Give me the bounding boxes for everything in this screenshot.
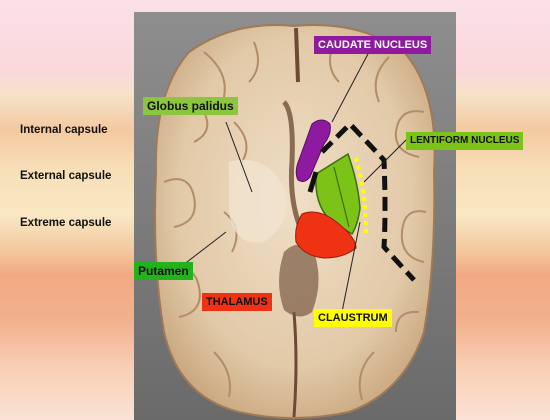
brain-section-photo [134, 12, 456, 420]
claustrum-tag: CLAUSTRUM [314, 309, 392, 327]
internal-capsule-label: Internal capsule [20, 124, 108, 136]
external-capsule-label: External capsule [20, 170, 111, 182]
putamen-tag: Putamen [134, 262, 193, 280]
extreme-capsule-label: Extreme capsule [20, 217, 111, 229]
thalamus-tag: THALAMUS [202, 293, 272, 311]
caudate-nucleus-tag: CAUDATE NUCLEUS [314, 36, 431, 54]
lentiform-nucleus-tag: LENTIFORM NUCLEUS [406, 132, 523, 150]
globus-pallidus-tag: Globus palidus [143, 97, 238, 115]
